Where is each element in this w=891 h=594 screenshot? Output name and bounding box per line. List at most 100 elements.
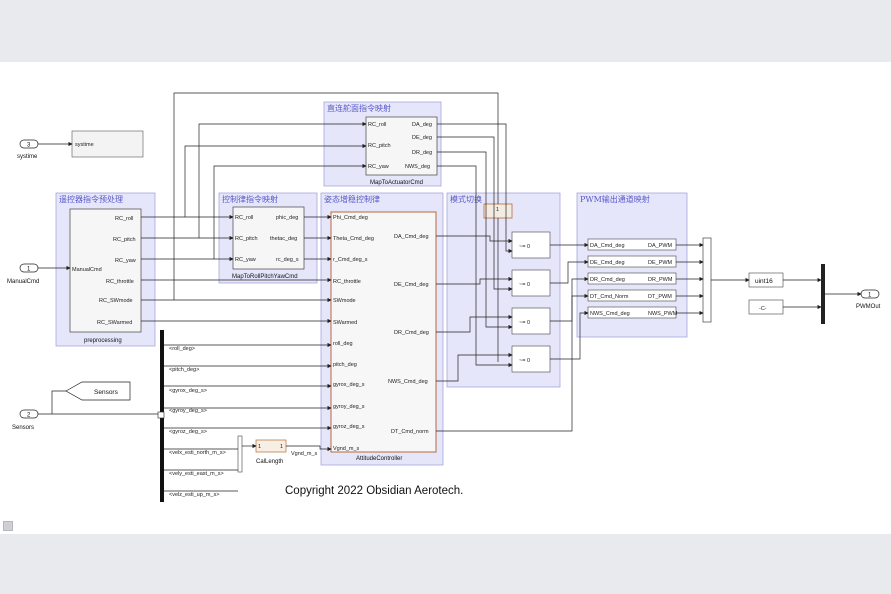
svg-text:pitch_deg: pitch_deg <box>333 362 357 368</box>
svg-text:NWS_Cmd_deg: NWS_Cmd_deg <box>590 311 630 317</box>
svg-text:Sensors: Sensors <box>94 389 119 396</box>
inport-manualcmd-label: ManualCmd <box>7 279 39 285</box>
inport-manualcmd[interactable]: 1 ManualCmd <box>7 263 39 285</box>
pwm-block-de[interactable]: DE_Cmd_deg DE_PWM <box>587 255 677 268</box>
mode-switch-3[interactable]: ~= 0 <box>511 307 551 335</box>
svg-text:RC_yaw: RC_yaw <box>115 258 136 264</box>
svg-text:<velx_esti_north_m_s>: <velx_esti_north_m_s> <box>169 450 226 456</box>
svg-text:<pitch_deg>: <pitch_deg> <box>169 367 199 373</box>
svg-text:1: 1 <box>27 267 31 273</box>
uint16-block[interactable]: uint16 <box>748 272 784 288</box>
svg-text:DT_Cmd_Norm: DT_Cmd_Norm <box>590 294 629 300</box>
copyright-text: Copyright 2022 Obsidian Aerotech. <box>285 485 463 497</box>
svg-text:thetac_deg: thetac_deg <box>270 236 297 242</box>
svg-text:<gyroy_deg_s>: <gyroy_deg_s> <box>169 408 207 414</box>
inport-systime-label: systime <box>17 154 38 160</box>
svg-text:1: 1 <box>496 207 499 213</box>
outport-pwmout[interactable]: 1 PWMOut <box>856 289 881 310</box>
svg-text:~= 0: ~= 0 <box>519 282 530 288</box>
svg-text:Phi_Cmd_deg: Phi_Cmd_deg <box>333 215 368 221</box>
svg-text:ManualCmd: ManualCmd <box>72 267 102 273</box>
connection-lines <box>38 92 862 492</box>
svg-text:Vgnd_m_s: Vgnd_m_s <box>333 446 360 452</box>
mode-switch-4[interactable]: ~= 0 <box>511 345 551 373</box>
vgnd-signal-label: Vgnd_m_s <box>291 451 318 457</box>
outport-pwmout-label: PWMOut <box>856 304 881 310</box>
preprocessing-name: preprocessing <box>84 338 122 344</box>
svg-text:RC_pitch: RC_pitch <box>113 237 136 243</box>
inport-sensors[interactable]: 2 Sensors <box>12 409 39 431</box>
svg-text:DR_Cmd_deg: DR_Cmd_deg <box>394 330 429 336</box>
svg-text:RC_pitch: RC_pitch <box>235 236 258 242</box>
svg-text:RC_throttle: RC_throttle <box>106 279 134 285</box>
callength-mux[interactable] <box>237 435 243 473</box>
svg-text:NWS_Cmd_deg: NWS_Cmd_deg <box>388 379 428 385</box>
svg-text:DR_deg: DR_deg <box>412 150 432 156</box>
preprocessing-block[interactable]: ManualCmd RC_roll RC_pitch RC_yaw RC_thr… <box>69 208 142 333</box>
svg-text:gyroz_deg_s: gyroz_deg_s <box>333 424 365 430</box>
svg-text:SWarmed: SWarmed <box>333 320 357 326</box>
svg-text:Theta_Cmd_deg: Theta_Cmd_deg <box>333 236 374 242</box>
model-canvas[interactable]: 遥控器指令预处理 控制律指令映射 直连舵面指令映射 姿态增稳控制律 模式切换 P… <box>0 62 891 534</box>
bus-branch-point <box>157 411 165 419</box>
map-rpy-name: MapToRollPitchYawCmd <box>232 274 298 280</box>
svg-text:<vely_esti_east_m_s>: <vely_esti_east_m_s> <box>169 471 224 477</box>
area-preprocessing-title: 遥控器指令预处理 <box>59 194 123 204</box>
svg-text:DE_deg: DE_deg <box>412 135 432 141</box>
svg-text:<gyroz_deg_s>: <gyroz_deg_s> <box>169 429 207 435</box>
svg-text:2: 2 <box>27 413 31 419</box>
mode-switch-1[interactable]: ~= 0 <box>511 231 551 259</box>
svg-text:RC_roll: RC_roll <box>115 216 133 222</box>
area-map-rpy-title: 控制律指令映射 <box>222 194 278 204</box>
map-rpy-block[interactable]: RC_roll RC_pitch RC_yaw phic_deg thetac_… <box>232 206 305 270</box>
bottom-band <box>0 534 891 594</box>
svg-text:RC_roll: RC_roll <box>235 215 253 221</box>
pwm-block-dr[interactable]: DR_Cmd_deg DR_PWM <box>587 272 677 285</box>
svg-text:RC_yaw: RC_yaw <box>368 164 389 170</box>
mux-out[interactable] <box>821 264 825 324</box>
callength-block[interactable]: 1 1 <box>255 439 287 453</box>
svg-text:DA_deg: DA_deg <box>412 122 432 128</box>
pwm-block-nws[interactable]: NWS_Cmd_deg NWS_PWM <box>587 306 678 319</box>
canvas-corner-icon <box>3 521 13 531</box>
svg-text:uint16: uint16 <box>755 278 773 285</box>
pwm-block-dt[interactable]: DT_Cmd_Norm DT_PWM <box>587 289 677 302</box>
svg-text:DE_PWM: DE_PWM <box>648 260 673 266</box>
svg-text:DT_PWM: DT_PWM <box>648 294 672 300</box>
svg-text:~= 0: ~= 0 <box>519 320 530 326</box>
svg-text:<gyrox_deg_s>: <gyrox_deg_s> <box>169 388 207 394</box>
svg-text:rc_deg_s: rc_deg_s <box>276 257 299 263</box>
svg-text:gyroy_deg_s: gyroy_deg_s <box>333 404 365 410</box>
svg-text:DR_PWM: DR_PWM <box>648 277 673 283</box>
top-band <box>0 0 891 62</box>
map-act-block[interactable]: RC_roll RC_pitch RC_yaw DA_deg DE_deg DR… <box>365 116 438 176</box>
area-map-act-title: 直连舵面指令映射 <box>327 103 391 113</box>
svg-text:RC_throttle: RC_throttle <box>333 279 361 285</box>
svg-text:RC_yaw: RC_yaw <box>235 257 256 263</box>
svg-text:RC_roll: RC_roll <box>368 122 386 128</box>
svg-text:3: 3 <box>27 143 31 149</box>
svg-text:RC_SWmode: RC_SWmode <box>99 298 133 304</box>
svg-text:<roll_deg>: <roll_deg> <box>169 346 195 352</box>
svg-text:DE_Cmd_deg: DE_Cmd_deg <box>394 282 429 288</box>
inport-systime[interactable]: 3 systime <box>17 139 39 160</box>
area-pwm-title: PWM输出通道映射 <box>580 194 650 204</box>
svg-text:gyrox_deg_s: gyrox_deg_s <box>333 382 365 388</box>
svg-text:NWS_deg: NWS_deg <box>405 164 430 170</box>
svg-text:DA_PWM: DA_PWM <box>648 243 673 249</box>
constant-c-block[interactable]: -C- <box>748 299 784 315</box>
pwm-block-da[interactable]: DA_Cmd_deg DA_PWM <box>587 238 677 251</box>
svg-text:roll_deg: roll_deg <box>333 341 353 347</box>
bus-signal-labels: <roll_deg> <pitch_deg> <gyrox_deg_s> <gy… <box>169 346 226 498</box>
svg-text:DA_Cmd_deg: DA_Cmd_deg <box>590 243 625 249</box>
mode-switch-2[interactable]: ~= 0 <box>511 269 551 297</box>
svg-text:r_Cmd_deg_s: r_Cmd_deg_s <box>333 257 368 263</box>
svg-text:1: 1 <box>868 293 872 299</box>
mode-constant-block[interactable]: 1 <box>483 203 513 219</box>
mux-pwm[interactable] <box>702 237 712 323</box>
sensors-goto[interactable]: Sensors <box>65 381 131 401</box>
svg-text:phic_deg: phic_deg <box>276 215 298 221</box>
systime-block[interactable]: systime <box>71 130 144 158</box>
svg-text:RC_pitch: RC_pitch <box>368 143 391 149</box>
attitude-controller-block[interactable]: Phi_Cmd_deg Theta_Cmd_deg r_Cmd_deg_s RC… <box>330 211 437 453</box>
